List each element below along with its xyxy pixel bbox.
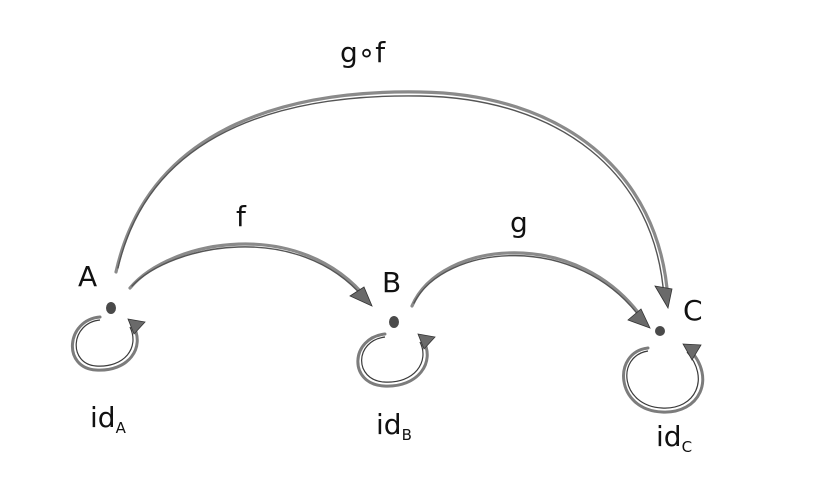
morphism-g-label: g xyxy=(510,206,528,239)
identity-idA-subscript: A xyxy=(116,419,127,437)
arrow-gf xyxy=(114,90,673,310)
identity-idA-base: id xyxy=(90,401,116,434)
arrow-f xyxy=(128,242,373,307)
arrow-f-head xyxy=(349,286,373,307)
arrow-g-head xyxy=(627,308,651,329)
identity-idC-label: idC xyxy=(656,420,692,456)
loop-idB-head xyxy=(417,333,436,350)
identity-idB-label: idB xyxy=(376,408,412,444)
object-B-point xyxy=(389,316,399,328)
object-A-label: A xyxy=(78,260,97,293)
identity-idB-subscript: B xyxy=(402,426,412,444)
object-C-point xyxy=(655,326,665,336)
loop-idC-head xyxy=(682,343,702,361)
object-C-label: C xyxy=(683,294,703,327)
identity-idC-base: id xyxy=(656,420,682,453)
identity-idA-label: idA xyxy=(90,401,127,437)
morphism-f-label: f xyxy=(236,200,247,233)
loop-idA-head xyxy=(127,318,146,335)
arrow-g xyxy=(410,251,651,329)
loop-idC xyxy=(622,343,705,414)
loop-idB xyxy=(356,332,436,388)
identity-idB-base: id xyxy=(376,408,402,441)
object-B-label: B xyxy=(382,266,401,299)
identity-idC-subscript: C xyxy=(682,438,692,456)
loop-idA xyxy=(70,315,146,372)
morphism-gf-label: g∘f xyxy=(340,36,386,69)
object-A-point xyxy=(106,302,116,314)
arrow-gf-head xyxy=(654,285,673,310)
